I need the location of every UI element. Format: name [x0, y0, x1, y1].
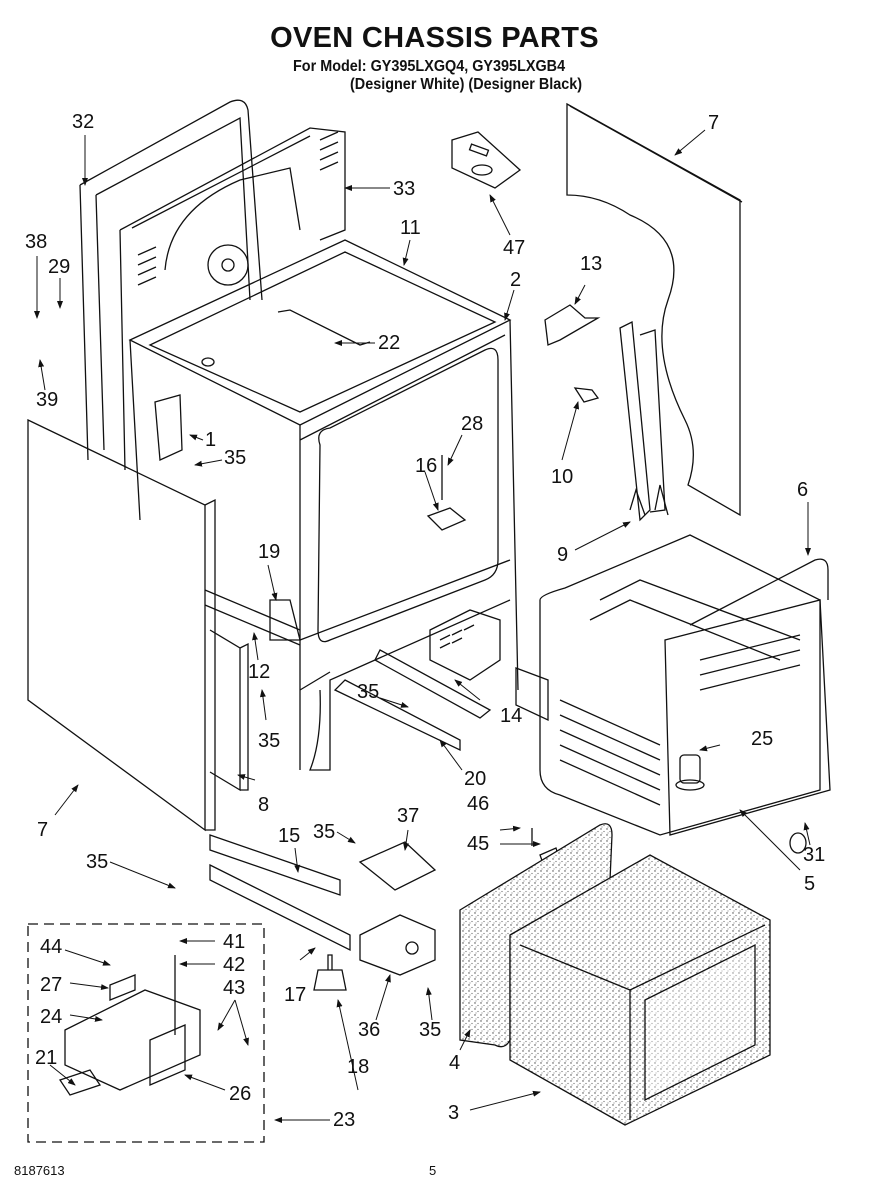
- callout-1: 1: [205, 429, 217, 451]
- callout-27: 27: [40, 974, 63, 996]
- part-14-vent-box: [430, 610, 500, 680]
- callout-32: 32: [72, 111, 95, 133]
- callout-35-c: 35: [357, 681, 380, 703]
- callout-24: 24: [40, 1006, 63, 1028]
- callout-35-f: 35: [419, 1019, 442, 1041]
- part-9-channel: [620, 322, 668, 520]
- callout-35-b: 35: [258, 730, 281, 752]
- callout-2: 2: [510, 269, 522, 291]
- part-16-switch: [428, 508, 465, 530]
- callout-39: 39: [36, 389, 59, 411]
- part-33-back-panel: [120, 128, 345, 470]
- part-mounting-plate: [516, 668, 548, 720]
- callout-22: 22: [378, 332, 401, 354]
- callout-23: 23: [333, 1109, 356, 1131]
- assembly-23-border: [28, 924, 264, 1142]
- part-47-vent-cap: [452, 132, 520, 188]
- callout-17: 17: [284, 984, 307, 1006]
- callout-11: 11: [400, 217, 421, 239]
- callout-43: 43: [223, 977, 246, 999]
- part-1-bracket: [155, 395, 182, 460]
- part-2-chassis-frame: [130, 320, 518, 770]
- part-17-rail: [210, 865, 350, 950]
- callout-3: 3: [448, 1102, 460, 1124]
- callout-35-a: 35: [224, 447, 247, 469]
- callout-47: 47: [503, 237, 526, 259]
- part-6-broil-element: [690, 559, 828, 625]
- part-7-left-side-panel: [28, 420, 215, 830]
- callout-35-e: 35: [313, 821, 336, 843]
- callout-14: 14: [500, 705, 523, 727]
- callout-12: 12: [248, 661, 271, 683]
- part-8-side-bracket: [210, 630, 248, 790]
- part-31-plug: [790, 833, 806, 853]
- callout-35-d: 35: [86, 851, 109, 873]
- callout-44: 44: [40, 936, 63, 958]
- callout-7-a: 7: [708, 112, 720, 134]
- callout-18: 18: [347, 1056, 370, 1078]
- variant-line: (Designer White) (Designer Black): [350, 76, 583, 93]
- callout-31: 31: [803, 844, 826, 866]
- part-5-oven-cavity: [540, 535, 830, 835]
- part-10-sensor: [575, 388, 598, 402]
- page-number: 5: [429, 1163, 437, 1178]
- callout-28: 28: [461, 413, 484, 435]
- callout-19: 19: [258, 541, 281, 563]
- callout-6: 6: [797, 479, 809, 501]
- document-number: 8187613: [14, 1163, 65, 1178]
- callout-25: 25: [751, 728, 774, 750]
- part-15-rail: [210, 835, 340, 895]
- callout-37: 37: [397, 805, 420, 827]
- callout-20: 20: [464, 768, 487, 790]
- callout-13: 13: [580, 253, 603, 275]
- model-line: For Model: GY395LXGQ4, GY395LXGB4: [293, 58, 566, 75]
- callout-46: 46: [467, 793, 490, 815]
- callout-41: 41: [223, 931, 246, 953]
- part-20-rails: [335, 650, 490, 750]
- part-3-insulation-wrap: [510, 855, 770, 1125]
- part-13-bracket: [545, 305, 598, 345]
- callout-4: 4: [449, 1052, 461, 1074]
- callout-15: 15: [278, 825, 301, 847]
- callout-33: 33: [393, 178, 416, 200]
- part-32-back-frame: [80, 100, 262, 460]
- callout-10: 10: [551, 466, 574, 488]
- assembly-23-latch: [60, 955, 200, 1095]
- callout-45: 45: [467, 833, 490, 855]
- callout-7-b: 7: [37, 819, 49, 841]
- page-title: OVEN CHASSIS PARTS: [270, 22, 599, 54]
- callout-5: 5: [804, 873, 816, 895]
- part-37-cover: [360, 842, 435, 890]
- callout-16: 16: [415, 455, 438, 477]
- part-36-bracket: [360, 915, 435, 975]
- callout-26: 26: [229, 1083, 252, 1105]
- callout-21: 21: [35, 1047, 58, 1069]
- callout-36: 36: [358, 1019, 381, 1041]
- callout-29: 29: [48, 256, 71, 278]
- part-19-bracket: [270, 600, 300, 640]
- part-7-rear-insulation-panel: [567, 104, 742, 515]
- part-18-leveling-leg: [314, 955, 346, 990]
- part-11-top-frame: [130, 240, 510, 425]
- callout-38: 38: [25, 231, 48, 253]
- callout-9: 9: [557, 544, 569, 566]
- part-12-rail: [205, 590, 300, 645]
- callout-42: 42: [223, 954, 246, 976]
- callout-8: 8: [258, 794, 270, 816]
